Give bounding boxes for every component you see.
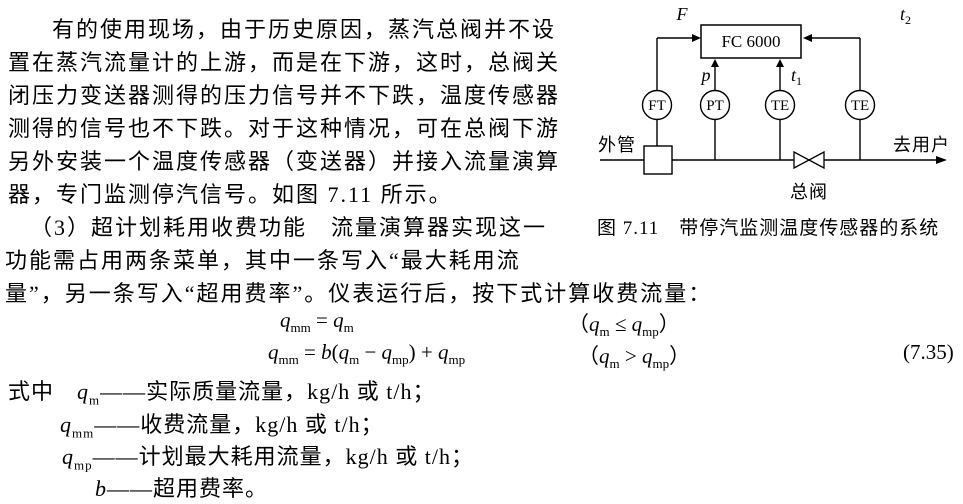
- signal-p-label: p: [700, 65, 711, 85]
- arrow-up-icon: [776, 59, 784, 67]
- body-line: 测得的信号也不下跌。对于这种情况，可在总阀下游: [8, 116, 561, 141]
- pt-label: PT: [706, 98, 724, 114]
- te1-label: TE: [771, 98, 789, 114]
- body-line: 量”，另一条写入“超用费率”。仪表运行后，按下式计算收费流量：: [5, 281, 713, 306]
- body-line: 功能需占用两条菜单，其中一条写入“最大耗用流: [5, 248, 521, 273]
- pt-circle: [699, 89, 731, 121]
- equation-row: qmm = b(qm − qmp) + qmp （qm > qmp） (7.35…: [0, 340, 963, 370]
- body-line: 有的使用现场，由于历史原因，蒸汽总阀并不设: [52, 17, 557, 42]
- definition-row: b——超用费率。: [95, 476, 269, 501]
- body-line: 置在蒸汽流量计的上游，而是在下游，这时，总阀关: [8, 50, 561, 75]
- equation-number: (7.35): [903, 340, 954, 364]
- arrow-left-icon: [803, 34, 812, 42]
- valve-icon: [793, 150, 825, 170]
- flow-element-square: [643, 145, 673, 175]
- body-line: （3）超计划耗用收费功能 流量演算器实现这一: [30, 215, 548, 240]
- equation-1: qmm = qm: [280, 308, 354, 336]
- valve-label: 总阀: [790, 182, 828, 202]
- fc6000-box: [700, 24, 802, 59]
- signal-t2-label: t2: [900, 4, 911, 27]
- equation-2-condition: （qm > qmp）: [578, 344, 691, 372]
- definition-row: 式中 qm——实际质量流量，kg/h 或 t/h；: [8, 379, 436, 408]
- equation-2: qmm = b(qm − qmp) + qmp: [268, 340, 466, 368]
- body-line: 器，专门监测停汽信号。如图 7.11 所示。: [8, 182, 453, 207]
- system-diagram: FC 6000 FT PT TE TE F t2 p t1 外管 去用户 总阀: [598, 4, 950, 202]
- te2-label: TE: [851, 98, 869, 114]
- ft-circle: [641, 89, 673, 121]
- definition-row: qmm——收费流量，kg/h 或 t/h；: [60, 412, 384, 441]
- arrow-right-icon: [692, 34, 701, 42]
- equation-row: qmm = qm （qm ≤ qmp）: [0, 308, 963, 338]
- signal-t1-label: t1: [791, 65, 802, 88]
- arrow-up-icon: [711, 59, 719, 67]
- body-line: 另外安装一个温度传感器（变送器）并接入流量演算: [8, 149, 561, 174]
- signal-f-label: F: [676, 4, 689, 24]
- figure-caption: 图 7.11 带停汽监测温度传感器的系统: [597, 218, 940, 239]
- arrow-right-icon: [936, 156, 947, 164]
- equation-1-condition: （qm ≤ qmp）: [568, 312, 680, 340]
- definition-row: qmp——计划最大耗用流量，kg/h 或 t/h；: [62, 444, 474, 473]
- body-line: 闭压力变送器测得的压力信号并不下跌，温度传感器: [8, 83, 561, 108]
- pipe-out-label: 去用户: [893, 135, 950, 155]
- pipe-in-label: 外管: [598, 135, 636, 155]
- fc6000-label: FC 6000: [721, 32, 780, 51]
- te1-circle: [764, 89, 796, 121]
- te2-circle: [844, 89, 876, 121]
- ft-label: FT: [648, 98, 666, 114]
